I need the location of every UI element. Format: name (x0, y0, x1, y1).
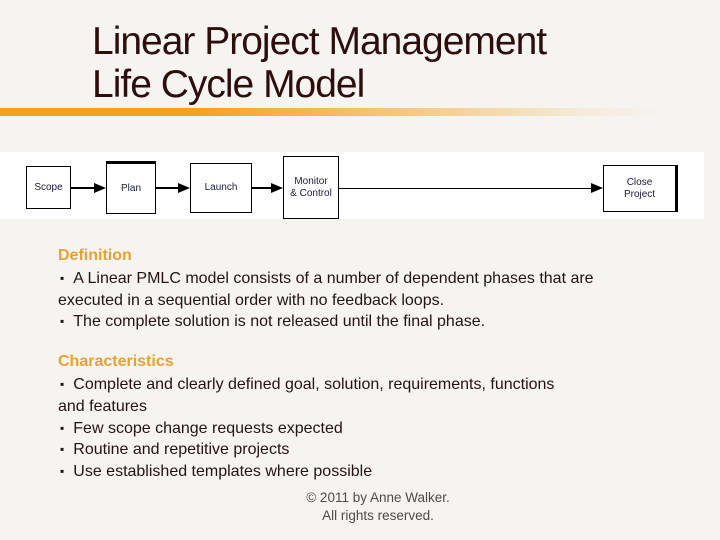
arrow-shaft (71, 187, 94, 189)
arrow-head-icon (591, 183, 603, 193)
flow-arrow-plan-to-launch (156, 183, 190, 193)
bullet-text: Few scope change requests expected (73, 419, 343, 437)
arrow-head-icon (178, 183, 190, 193)
bullet-text: Use established templates where possible (73, 462, 373, 480)
arrow-shaft (252, 187, 271, 189)
arrow-shaft (339, 187, 591, 189)
bullet-marker-icon: ▪ (60, 420, 65, 435)
flow-box-plan: Plan (106, 161, 156, 214)
bullet-line: and features (58, 397, 147, 415)
bullet-line: ▪ Complete and clearly defined goal, solu… (58, 374, 688, 396)
bullet-marker-icon: ▪ (60, 314, 65, 329)
bullet-text: Complete and clearly defined goal, solut… (73, 376, 555, 394)
bullet-marker-icon: ▪ (60, 442, 65, 457)
slide-title: Linear Project Management Life Cycle Mod… (92, 20, 547, 106)
slide-title-line2: Life Cycle Model (92, 63, 365, 106)
bullet-item: ▪ Complete and clearly defined goal, solu… (58, 374, 688, 417)
title-divider-bar (0, 108, 720, 116)
flow-box-scope: Scope (26, 166, 71, 209)
bullet-item: ▪ Use established templates where possibl… (58, 461, 688, 483)
flow-box-close-label-line2: Project (623, 188, 656, 200)
bullet-marker-icon: ▪ (60, 377, 65, 392)
flow-arrow-launch-to-monitor (252, 183, 283, 193)
bullet-item: ▪ Routine and repetitive projects (58, 439, 688, 461)
copyright-footer: © 2011 by Anne Walker. All rights reserv… (18, 489, 720, 524)
section-heading: Characteristics (58, 353, 174, 371)
bullet-text: Routine and repetitive projects (73, 441, 290, 459)
copyright-line1: © 2011 by Anne Walker. (306, 490, 450, 505)
flow-arrow-monitor-to-close (339, 183, 603, 193)
body-text-sections: Definition ▪ A Linear PMLC model consists … (58, 245, 688, 501)
arrow-shaft (156, 187, 178, 189)
arrow-head-icon (94, 183, 106, 193)
bullet-marker-icon: ▪ (60, 271, 65, 285)
bullet-line: ▪ Few scope change requests expected (58, 418, 688, 440)
flow-box-launch: Launch (190, 163, 252, 213)
bullet-item: ▪ Few scope change requests expected (58, 418, 688, 440)
flow-box-close-project: Close Project (603, 165, 678, 212)
section-characteristics: Characteristics ▪ Complete and clearly def… (58, 351, 688, 483)
flow-box-monitor-label-line2: & Control (290, 187, 332, 199)
bullet-text: A Linear PMLC model consists of a number… (73, 270, 594, 287)
bullet-marker-icon: ▪ (60, 463, 65, 478)
section-heading: Definition (58, 247, 132, 264)
flow-box-monitor-label-line1: Monitor (294, 175, 328, 187)
flow-box-monitor-control: Monitor & Control (283, 156, 339, 219)
copyright-line2: All rights reserved. (322, 507, 434, 523)
bullet-line: ▪ The complete solution is not released u… (58, 311, 688, 333)
bullet-line: executed in a sequential order with no f… (58, 291, 445, 309)
arrow-head-icon (271, 183, 283, 193)
bullet-line: ▪ A Linear PMLC model consists of a numbe… (58, 268, 688, 290)
flow-box-scope-label: Scope (34, 181, 63, 193)
flow-arrow-scope-to-plan (71, 183, 106, 193)
bullet-item: ▪ A Linear PMLC model consists of a numbe… (58, 268, 688, 311)
slide-title-line1: Linear Project Management (92, 20, 547, 63)
section-definition: Definition ▪ A Linear PMLC model consists … (58, 245, 688, 333)
bullet-item: ▪ The complete solution is not released u… (58, 311, 688, 333)
flow-box-launch-label: Launch (204, 182, 238, 193)
flow-box-close-label-line1: Close (626, 176, 653, 188)
bullet-text: The complete solution is not released un… (73, 313, 486, 331)
bullet-line: ▪ Routine and repetitive projects (58, 439, 688, 461)
flow-box-plan-label: Plan (120, 182, 141, 194)
bullet-line: ▪ Use established templates where possibl… (58, 461, 688, 483)
